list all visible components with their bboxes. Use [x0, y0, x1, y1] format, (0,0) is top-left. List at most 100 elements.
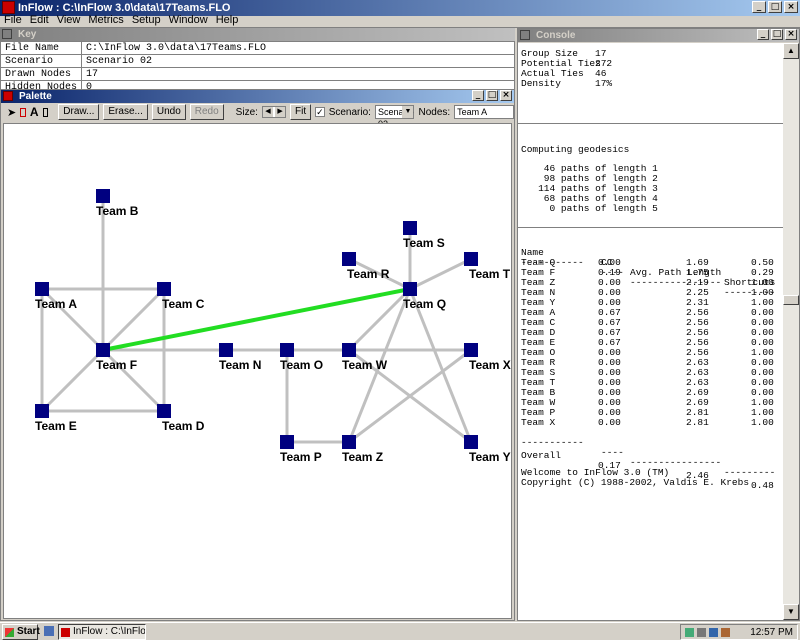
- scroll-thumb[interactable]: [783, 295, 799, 305]
- edge-W-Y[interactable]: [348, 348, 472, 444]
- network-canvas[interactable]: Team B Team A Team C Team F Team E Team D Team…: [3, 123, 512, 619]
- desktop-icon[interactable]: [44, 626, 54, 636]
- node-team-z[interactable]: [342, 435, 356, 449]
- menu-help[interactable]: Help: [215, 14, 239, 26]
- node-team-y[interactable]: [464, 435, 478, 449]
- node-team-t[interactable]: [464, 252, 478, 266]
- taskbar-task-inflow[interactable]: InFlow : C:\InFlow 3....: [58, 624, 146, 640]
- palette-minimize-button[interactable]: _: [472, 90, 484, 101]
- box-tool-icon[interactable]: [42, 107, 49, 117]
- node-label-team-z[interactable]: Team Z: [342, 450, 383, 464]
- metric-cc: 0.19: [598, 267, 621, 278]
- edge-F-D[interactable]: [101, 348, 166, 413]
- node-label-team-y[interactable]: Team Y: [469, 450, 511, 464]
- node-team-a[interactable]: [35, 282, 49, 296]
- tray-clock[interactable]: 12:57 PM: [750, 626, 793, 638]
- palette-close-button[interactable]: ×: [500, 90, 512, 101]
- console-scrollbar[interactable]: ▲ ▼: [783, 43, 799, 620]
- node-label-team-p[interactable]: Team P: [280, 450, 322, 464]
- edge-Q-Y[interactable]: [408, 288, 473, 443]
- scenario-select[interactable]: Scenario 02 ▼: [374, 105, 415, 129]
- scroll-up-icon[interactable]: ▲: [783, 43, 799, 59]
- node-team-w[interactable]: [342, 343, 356, 357]
- node-label-team-o[interactable]: Team O: [280, 358, 323, 372]
- undo-button[interactable]: Undo: [151, 104, 186, 120]
- node-label-team-d[interactable]: Team D: [162, 419, 205, 433]
- close-button[interactable]: ×: [784, 1, 798, 13]
- menu-window[interactable]: Window: [168, 14, 208, 26]
- edge-Q-T[interactable]: [409, 257, 472, 291]
- size-slider-right-icon[interactable]: ▶: [275, 107, 286, 117]
- scroll-down-icon[interactable]: ▼: [783, 604, 799, 620]
- node-label-team-e[interactable]: Team E: [35, 419, 77, 433]
- stat-label: Group Size: [521, 48, 579, 59]
- node-label-team-t[interactable]: Team T: [469, 267, 511, 281]
- node-team-r[interactable]: [342, 252, 356, 266]
- node-team-n[interactable]: [219, 343, 233, 357]
- edge-Q-R[interactable]: [348, 257, 411, 291]
- nodes-input[interactable]: Team A: [454, 105, 514, 119]
- edge-C-F[interactable]: [101, 287, 166, 352]
- maximize-button[interactable]: □: [768, 1, 782, 13]
- text-tool-icon[interactable]: A: [29, 105, 39, 119]
- console-close-button[interactable]: ×: [785, 29, 797, 40]
- highlighted-edge-F-Q[interactable]: [102, 287, 411, 352]
- node-label-team-a[interactable]: Team A: [35, 297, 77, 311]
- menu-edit[interactable]: Edit: [29, 14, 49, 26]
- node-team-d[interactable]: [157, 404, 171, 418]
- node-label-team-w[interactable]: Team W: [342, 358, 388, 372]
- app-icon[interactable]: [2, 1, 15, 14]
- node-label-team-n[interactable]: Team N: [219, 358, 261, 372]
- menu-view[interactable]: View: [56, 14, 81, 26]
- node-team-q[interactable]: [403, 282, 417, 296]
- tray-network-icon[interactable]: [685, 627, 694, 637]
- node-team-c[interactable]: [157, 282, 171, 296]
- size-slider[interactable]: ◀ ▶: [261, 106, 287, 118]
- menu-metrics[interactable]: Metrics: [88, 14, 124, 26]
- pointer-tool-icon[interactable]: ➤: [7, 106, 17, 119]
- console-minimize-button[interactable]: _: [757, 29, 769, 40]
- erase-button[interactable]: Erase...: [103, 104, 148, 120]
- menu-setup[interactable]: Setup: [131, 14, 161, 26]
- edge-E-F[interactable]: [40, 348, 105, 413]
- fit-button[interactable]: Fit: [290, 104, 312, 120]
- node-label-team-x[interactable]: Team X: [469, 358, 511, 372]
- size-slider-left-icon[interactable]: ◀: [262, 107, 273, 117]
- node-label-team-c[interactable]: Team C: [162, 297, 205, 311]
- start-button[interactable]: Start: [2, 624, 40, 640]
- key-window-icon: [2, 29, 12, 39]
- draw-button[interactable]: Draw...: [58, 104, 100, 120]
- edge-Z-Q[interactable]: [347, 288, 412, 443]
- node-team-f[interactable]: [96, 343, 110, 357]
- node-team-s[interactable]: [403, 221, 417, 235]
- redo-button[interactable]: Redo: [189, 104, 224, 120]
- node-label-team-s[interactable]: Team S: [403, 236, 445, 250]
- console-maximize-button[interactable]: □: [771, 29, 783, 40]
- node-team-p[interactable]: [280, 435, 294, 449]
- edge-A-F[interactable]: [40, 287, 105, 352]
- network-graph[interactable]: Team B Team A Team C Team F Team E Team D Team…: [4, 124, 513, 620]
- palette-maximize-button[interactable]: □: [486, 90, 498, 101]
- metric-name: Team Q: [521, 257, 556, 268]
- node-label-team-r[interactable]: Team R: [347, 267, 390, 281]
- chevron-down-icon[interactable]: ▼: [402, 106, 414, 118]
- node-team-x[interactable]: [464, 343, 478, 357]
- edge-Q-W[interactable]: [347, 287, 412, 352]
- tray-monitor-icon[interactable]: [721, 627, 730, 637]
- rule-segment: ----------------: [630, 277, 722, 288]
- size-label: Size:: [235, 106, 258, 118]
- metric-shortcuts: 1.00: [751, 287, 774, 298]
- node-team-o[interactable]: [280, 343, 294, 357]
- menu-file[interactable]: File: [4, 14, 22, 26]
- fit-checkbox[interactable]: ✓: [315, 107, 325, 117]
- node-team-e[interactable]: [35, 404, 49, 418]
- node-label-team-b[interactable]: Team B: [96, 204, 139, 218]
- node-label-team-f[interactable]: Team F: [96, 358, 137, 372]
- node-tool-icon[interactable]: [20, 107, 26, 117]
- tray-volume-icon[interactable]: [697, 627, 706, 637]
- node-team-b[interactable]: [96, 189, 110, 203]
- tray-shield-icon[interactable]: [709, 627, 718, 637]
- minimize-button[interactable]: _: [752, 1, 766, 13]
- node-label-team-q[interactable]: Team Q: [403, 297, 446, 311]
